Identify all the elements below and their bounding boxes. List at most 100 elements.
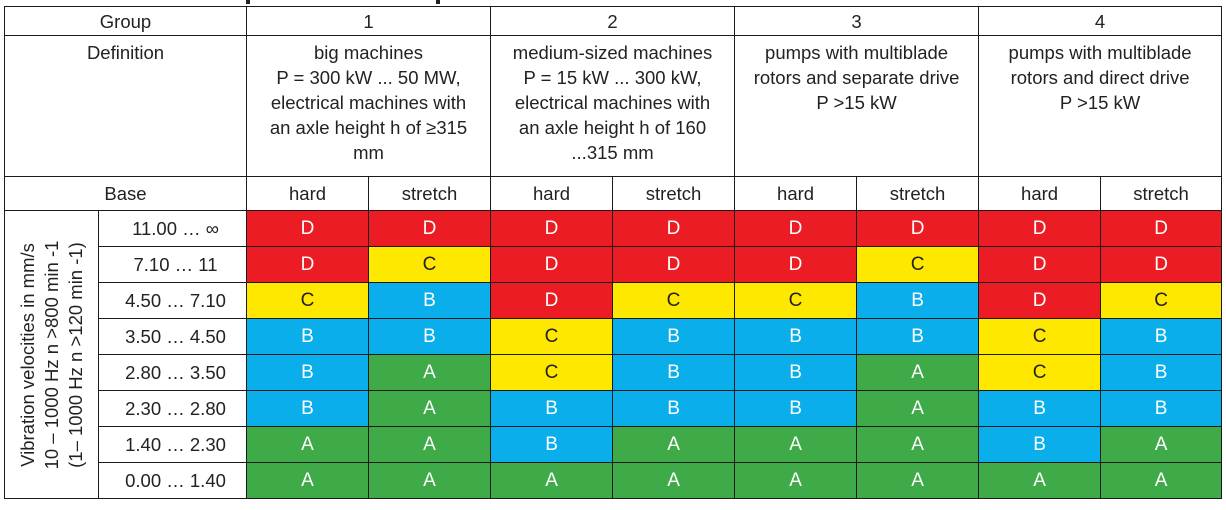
grade-cell: A (734, 462, 858, 499)
table-row: 4.50 … 7.10 C B D C C B D C (5, 282, 1223, 319)
grade-cell: C (612, 282, 736, 319)
grade-cell: D (856, 210, 980, 247)
base-label: stretch (856, 176, 980, 211)
velocity-range: 3.50 … 4.50 (97, 318, 248, 355)
grade-cell: C (1100, 282, 1223, 319)
grade-cell: B (246, 354, 370, 391)
definition-group-4: pumps with multiblade rotors and direct … (978, 35, 1223, 177)
grade-cell: C (246, 282, 370, 319)
table-row: 2.80 … 3.50 B A C B B A C B (5, 354, 1223, 391)
grade-cell: C (734, 282, 858, 319)
grade-cell: A (368, 390, 492, 427)
grade-cell: A (856, 390, 980, 427)
grade-cell: B (734, 390, 858, 427)
grade-cell: A (1100, 462, 1223, 499)
velocity-range: 2.30 … 2.80 (97, 390, 248, 427)
grade-cell: B (978, 426, 1102, 463)
grade-cell: A (1100, 426, 1223, 463)
group-number-2: 2 (490, 6, 736, 36)
group-number-1: 1 (246, 6, 492, 36)
base-label: stretch (1100, 176, 1223, 211)
table-row: 0.00 … 1.40 A A A A A A A A (5, 462, 1223, 499)
velocity-range: 11.00 … ∞ (97, 210, 248, 247)
grade-cell: A (856, 426, 980, 463)
grade-cell: A (368, 462, 492, 499)
vibration-severity-table: Group 1 2 3 4 Definition big machines P … (3, 6, 1223, 499)
grade-cell: C (490, 354, 614, 391)
table-row: 3.50 … 4.50 B B C B B B C B (5, 318, 1223, 355)
grade-cell: B (856, 282, 980, 319)
grade-cell: D (246, 246, 370, 283)
base-header: Base (3, 176, 248, 211)
grade-cell: B (612, 354, 736, 391)
velocity-range: 1.40 … 2.30 (97, 426, 248, 463)
grade-cell: D (368, 210, 492, 247)
grade-cell: D (1100, 246, 1223, 283)
grade-cell: B (856, 318, 980, 355)
grade-cell: A (368, 354, 492, 391)
base-label: hard (734, 176, 858, 211)
table-row: 1.40 … 2.30 A A B A A A B A (5, 426, 1223, 463)
base-label: stretch (612, 176, 736, 211)
grade-cell: B (612, 390, 736, 427)
grade-cell: B (734, 354, 858, 391)
grade-cell: D (490, 210, 614, 247)
vertical-label-text: Vibration velocities in mm/s 10 – 1000 H… (16, 240, 86, 469)
grade-cell: B (734, 318, 858, 355)
base-label: hard (490, 176, 614, 211)
grade-cell: D (978, 282, 1102, 319)
grade-cell: B (368, 282, 492, 319)
group-number-4: 4 (978, 6, 1223, 36)
base-label: hard (246, 176, 370, 211)
grade-cell: A (978, 462, 1102, 499)
definition-group-1: big machines P = 300 kW ... 50 MW, elect… (246, 35, 492, 177)
velocity-range: 2.80 … 3.50 (97, 354, 248, 391)
velocity-range: 7.10 … 11 (97, 246, 248, 283)
grade-cell: D (612, 246, 736, 283)
grade-cell: D (734, 246, 858, 283)
grade-cell: B (978, 390, 1102, 427)
grade-cell: D (734, 210, 858, 247)
grade-cell: A (246, 426, 370, 463)
base-label: hard (978, 176, 1102, 211)
grade-cell: A (734, 426, 858, 463)
velocity-range: 4.50 … 7.10 (97, 282, 248, 319)
grade-cell: B (490, 426, 614, 463)
definition-group-2: medium-sized machines P = 15 kW ... 300 … (490, 35, 736, 177)
vibration-velocity-axis-label: Vibration velocities in mm/s 10 – 1000 H… (4, 210, 99, 499)
grade-cell: D (978, 210, 1102, 247)
grade-cell: A (612, 462, 736, 499)
grade-cell: B (1100, 354, 1223, 391)
grade-cell: B (246, 390, 370, 427)
grade-cell: D (1100, 210, 1223, 247)
grade-cell: C (978, 354, 1102, 391)
grade-cell: C (490, 318, 614, 355)
group-number-3: 3 (734, 6, 980, 36)
grade-cell: B (368, 318, 492, 355)
definition-header: Definition (3, 35, 248, 177)
grade-cell: D (490, 246, 614, 283)
table-row: 7.10 … 11 D C D D D C D D (5, 246, 1223, 283)
table-row: Vibration velocities in mm/s 10 – 1000 H… (4, 210, 1223, 499)
grade-cell: A (612, 426, 736, 463)
grade-cell: D (246, 210, 370, 247)
grade-cell: D (612, 210, 736, 247)
grade-cell: A (246, 462, 370, 499)
grade-cell: B (1100, 390, 1223, 427)
definition-group-3: pumps with multiblade rotors and separat… (734, 35, 980, 177)
grade-cell: B (246, 318, 370, 355)
base-label: stretch (368, 176, 492, 211)
grade-cell: A (490, 462, 614, 499)
group-row: Group 1 2 3 4 (3, 6, 1223, 36)
grade-cell: C (368, 246, 492, 283)
grade-cell: D (978, 246, 1102, 283)
grade-cell: B (490, 390, 614, 427)
definition-row: Definition big machines P = 300 kW ... 5… (3, 35, 1223, 177)
group-header: Group (3, 6, 248, 36)
table-row: 2.30 … 2.80 B A B B B A B B (5, 390, 1223, 427)
grade-cell: B (1100, 318, 1223, 355)
grade-cell: D (490, 282, 614, 319)
grade-cell: C (856, 246, 980, 283)
grade-cell: A (856, 354, 980, 391)
